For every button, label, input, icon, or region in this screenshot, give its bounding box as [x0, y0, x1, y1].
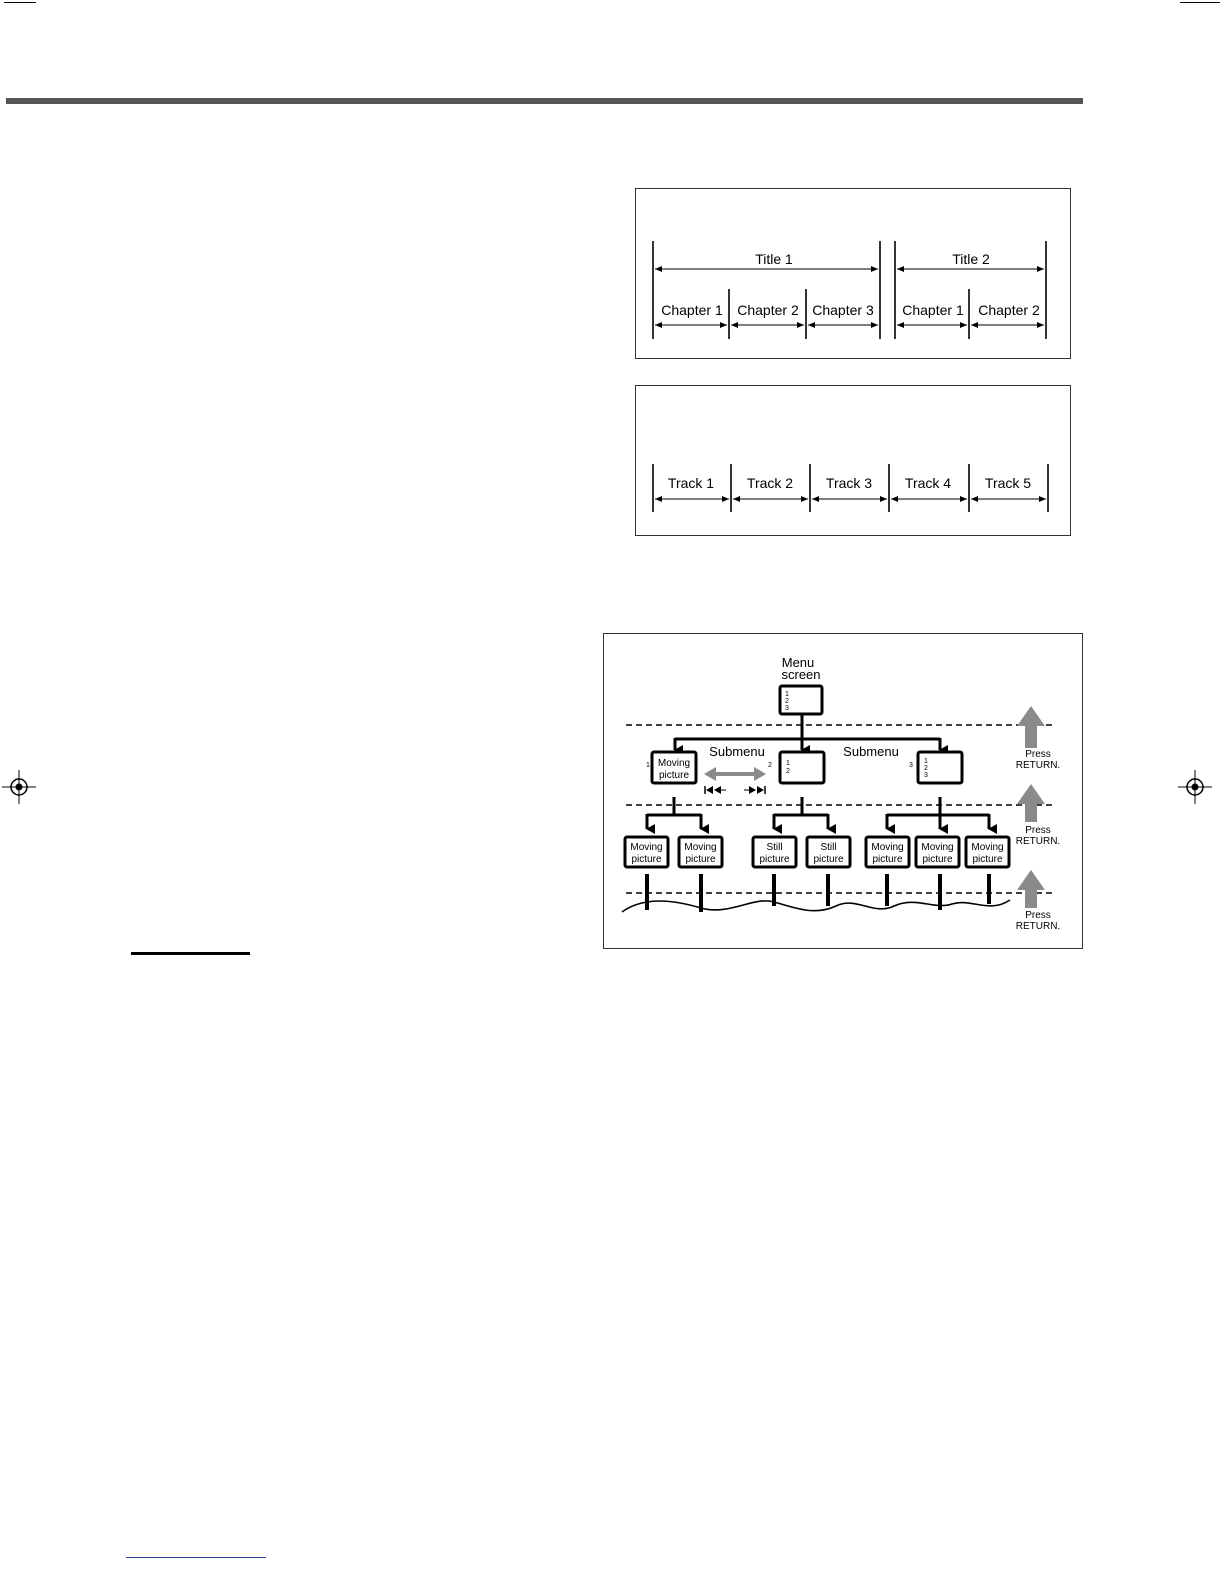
wavy-continuation-line	[621, 899, 1011, 913]
leaf-moving-picture-box: Moving picture	[914, 835, 961, 869]
submenu-1-moving-picture-box: Moving picture	[650, 750, 698, 785]
svg-text:Moving: Moving	[684, 842, 716, 853]
submenu-number-3: 3	[909, 762, 913, 769]
svg-text:2: 2	[786, 768, 790, 775]
svg-text:picture: picture	[813, 854, 843, 865]
section-underline	[131, 952, 250, 955]
menu-screen-box: 1 2 3	[778, 684, 824, 716]
svg-text:picture: picture	[922, 854, 952, 865]
press-return-label: Press	[1025, 910, 1051, 921]
leaf-moving-picture-box: Moving picture	[864, 835, 911, 869]
svg-text:1: 1	[785, 691, 789, 698]
title1-chapter2-label: Chapter 2	[737, 302, 799, 318]
skip-double-arrow	[704, 767, 766, 781]
return-up-arrow-icon	[1017, 784, 1045, 822]
crop-mark-top-right	[1180, 2, 1220, 3]
svg-text:1: 1	[786, 760, 790, 767]
svg-text:picture: picture	[872, 854, 902, 865]
svg-text:Still: Still	[766, 842, 782, 853]
svg-text:picture: picture	[631, 854, 661, 865]
svg-text:picture: picture	[685, 854, 715, 865]
svg-text:2: 2	[785, 698, 789, 705]
tracks-diagram: Track 1 Track 2 Track 3 Track 4 Track 5	[635, 385, 1071, 536]
track2-label: Track 2	[747, 475, 793, 491]
track4-label: Track 4	[905, 475, 951, 491]
menu-hierarchy-diagram: Menu screen 1 2 3 Submenu Submenu 1 Movi…	[603, 633, 1083, 949]
return-up-arrow-icon	[1017, 870, 1045, 908]
submenu-number-2: 2	[768, 762, 772, 769]
leaf-moving-picture-box: Moving picture	[964, 835, 1011, 869]
svg-text:Moving: Moving	[658, 758, 690, 769]
submenu-3-box: 1 2 3	[916, 750, 964, 785]
submenu-label-1: Submenu	[709, 744, 765, 759]
svg-text:1: 1	[924, 758, 928, 765]
svg-text:picture: picture	[659, 770, 689, 781]
menu-screen-label-line1: Menu	[782, 655, 815, 670]
press-return-label: Press	[1025, 749, 1051, 760]
leaf-still-picture-box: Still picture	[751, 835, 798, 869]
track1-label: Track 1	[668, 475, 714, 491]
track5-label: Track 5	[985, 475, 1031, 491]
svg-text:2: 2	[924, 765, 928, 772]
registration-mark-left	[2, 770, 36, 804]
submenu-2-box: 1 2	[778, 750, 826, 785]
leaf-moving-picture-box: Moving picture	[623, 835, 670, 869]
title1-chapter3-label: Chapter 3	[812, 302, 874, 318]
titles-chapters-diagram: Title 1 Title 2 Chapter 1 Chapter 2 Chap…	[635, 188, 1071, 359]
leaf-moving-picture-box: Moving picture	[677, 835, 724, 869]
title2-chapter2-label: Chapter 2	[978, 302, 1040, 318]
title1-label: Title 1	[755, 251, 793, 267]
svg-text:picture: picture	[759, 854, 789, 865]
registration-mark-right	[1178, 770, 1212, 804]
press-return-label: RETURN.	[1016, 921, 1060, 932]
svg-text:Moving: Moving	[630, 842, 662, 853]
press-return-label: RETURN.	[1016, 760, 1060, 771]
title2-label: Title 2	[952, 251, 990, 267]
title2-chapter1-label: Chapter 1	[902, 302, 964, 318]
skip-next-icon	[744, 786, 766, 794]
svg-text:Moving: Moving	[921, 842, 953, 853]
svg-text:Still: Still	[820, 842, 836, 853]
skip-previous-icon	[704, 786, 726, 794]
submenu-number-1: 1	[646, 762, 650, 769]
press-return-label: RETURN.	[1016, 836, 1060, 847]
svg-text:Moving: Moving	[871, 842, 903, 853]
header-bar	[6, 98, 1083, 104]
svg-text:3: 3	[785, 705, 789, 712]
svg-text:3: 3	[924, 772, 928, 779]
track3-label: Track 3	[826, 475, 872, 491]
menu-screen-label-line2: screen	[781, 667, 820, 682]
press-return-label: Press	[1025, 825, 1051, 836]
footer-rule	[126, 1557, 266, 1558]
return-up-arrow-icon	[1017, 706, 1045, 748]
svg-text:picture: picture	[972, 854, 1002, 865]
title1-chapter1-label: Chapter 1	[661, 302, 723, 318]
svg-text:Moving: Moving	[971, 842, 1003, 853]
submenu-label-2: Submenu	[843, 744, 899, 759]
leaf-still-picture-box: Still picture	[805, 835, 852, 869]
crop-mark-top-left	[4, 2, 36, 3]
